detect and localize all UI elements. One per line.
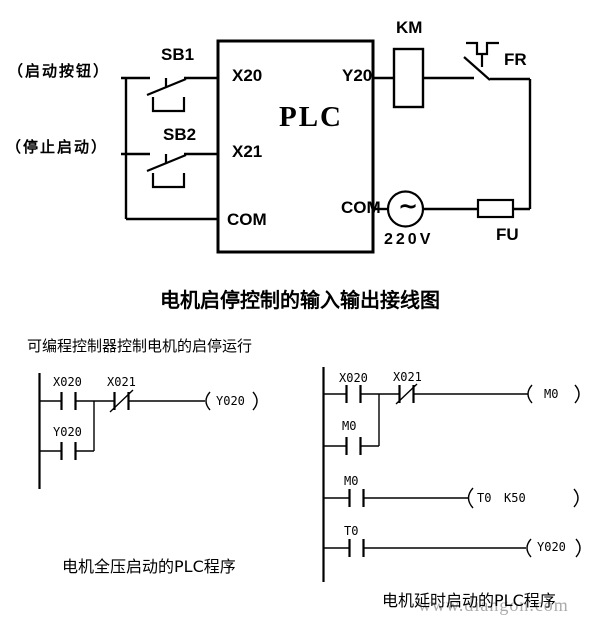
plc-terminal-com-input: COM (227, 210, 267, 229)
ladder-right-timer-t0-label: T0 (477, 491, 492, 505)
start-button-label: （启动按钮） (8, 62, 111, 80)
stop-button-label: （停止启动） (6, 138, 109, 156)
plc-box (216, 39, 375, 254)
ladder-right-x021-label: X021 (393, 370, 422, 384)
plc-terminal-x21: X21 (232, 142, 263, 161)
ladder-right-linework (322, 367, 581, 582)
ladder-left-x020-label: X020 (53, 375, 82, 389)
ladder-right-caption: 电机延时启动的PLC程序 (382, 591, 556, 610)
description-note: 可编程控制器控制电机的启停运行 (27, 337, 253, 355)
km-coil-box (392, 47, 425, 109)
ladder-right-coil-m0-label: M0 (544, 387, 559, 401)
fr-label: FR (504, 50, 527, 69)
wiring-diagram-title: 电机启停控制的输入输出接线图 (160, 288, 440, 312)
ladder-left-caption: 电机全压启动的PLC程序 (62, 557, 236, 576)
sb1-pushbutton-icon (146, 77, 187, 113)
fu-label: FU (496, 225, 519, 244)
plc-title: PLC (279, 101, 343, 133)
voltage-label: 220V (384, 231, 434, 248)
ladder-left-x021-label: X021 (107, 375, 136, 389)
ladder-right-coil-y020-label: Y020 (537, 540, 566, 554)
sb2-pushbutton-icon (146, 153, 187, 189)
fu-fuse-box (476, 198, 515, 219)
plc-terminal-y20: Y20 (342, 66, 373, 85)
ladder-right-m0-contact-label: M0 (342, 419, 357, 433)
input-wiring (121, 76, 218, 221)
plc-terminal-com-output: COM (341, 198, 381, 217)
sb2-label: SB2 (163, 125, 197, 144)
site-watermark: www.diangon.com (418, 595, 569, 615)
ladder-right-timer-preset-label: K50 (504, 491, 526, 505)
sb1-label: SB1 (161, 45, 195, 64)
ladder-right-x020-label: X020 (339, 371, 368, 385)
ladder-left-y020-contact-label: Y020 (53, 425, 82, 439)
ladder-right-m0-contact2-label: M0 (344, 474, 359, 488)
fr-thermal-contact-icon (463, 41, 499, 81)
ladder-left-linework (38, 373, 258, 489)
plc-terminal-x20: X20 (232, 66, 263, 85)
output-wiring (373, 76, 532, 211)
km-label: KM (396, 18, 423, 37)
ladder-right-t0-contact-label: T0 (344, 524, 359, 538)
ac-source-circle (386, 190, 425, 228)
ladder-left-coil-y020-label: Y020 (216, 394, 245, 408)
ac-wave-icon: ~ (398, 192, 419, 220)
